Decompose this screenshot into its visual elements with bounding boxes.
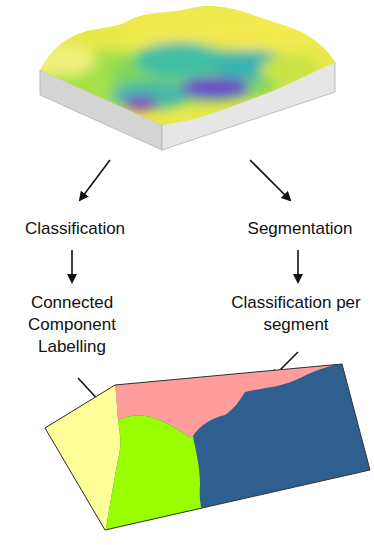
step-label: Classification per segment [221,292,371,336]
region-map [30,355,374,545]
arrow [80,160,110,200]
arrow [250,160,290,200]
region-green [100,415,220,545]
step-label: Connected Component Labelling [17,292,127,358]
step-label: Segmentation [230,218,370,240]
terrain-surface [30,0,350,140]
terrain-block [30,0,350,150]
arrow [71,250,73,282]
arrow [297,250,299,282]
flow-arrows [72,160,298,404]
map-outline [45,364,370,530]
step-label: Classification [5,218,145,240]
region-yellow [30,360,120,545]
